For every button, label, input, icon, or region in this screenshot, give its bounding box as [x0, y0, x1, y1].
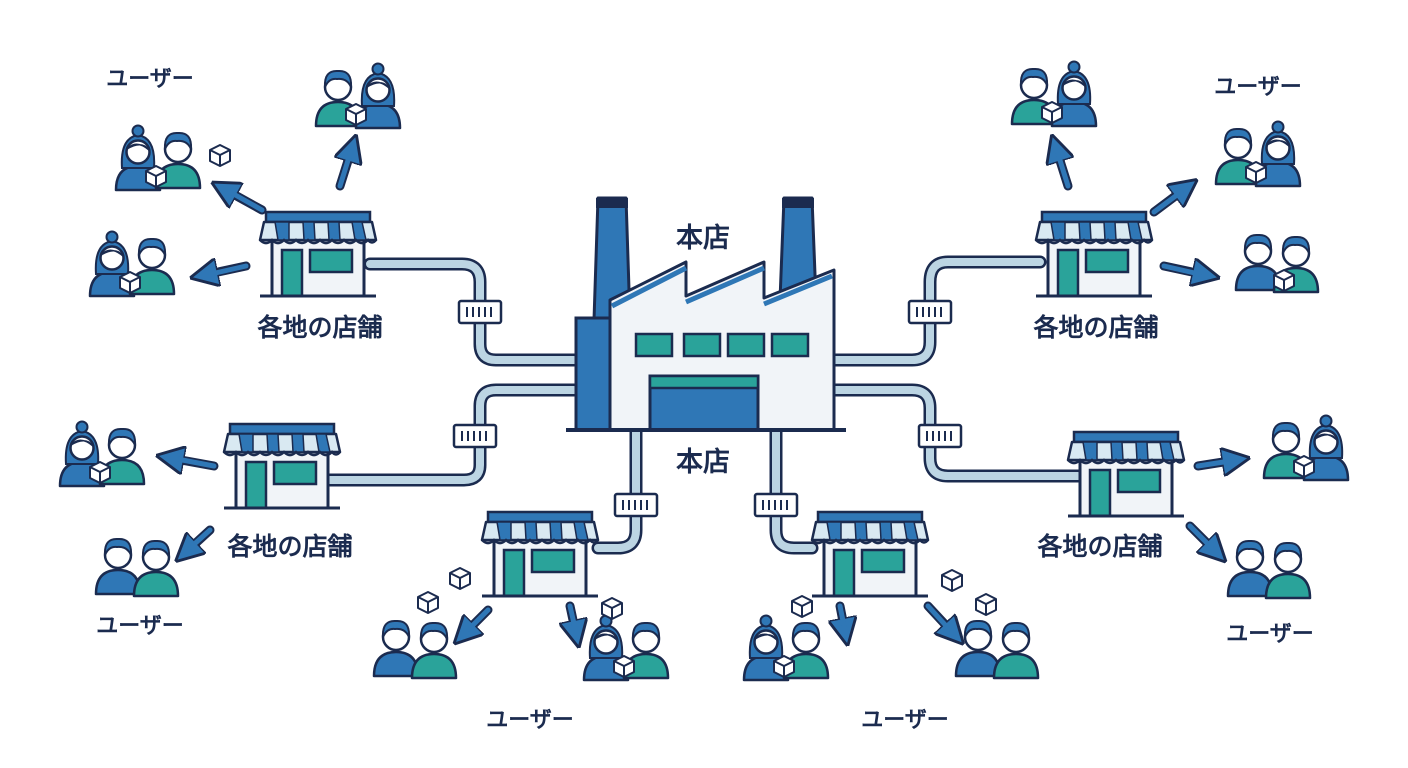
pipe-connector — [917, 423, 963, 449]
user-label: ユーザー — [106, 67, 194, 92]
store-label: 各地の店舗 — [226, 532, 352, 561]
users-icon — [374, 621, 456, 678]
pipe-connector — [613, 492, 659, 518]
users-icon — [744, 616, 828, 681]
store-icon — [1066, 430, 1186, 518]
users-icon — [956, 621, 1038, 678]
pipe-connector — [907, 299, 953, 325]
user-label: ユーザー — [1214, 75, 1302, 100]
users-icon — [584, 616, 668, 681]
users-icon — [116, 126, 200, 191]
store-icon — [222, 422, 342, 510]
store-label: 各地の店舗 — [1032, 313, 1158, 342]
user-label: ユーザー — [96, 614, 184, 639]
package-icon — [209, 144, 231, 167]
hq-label-top: 本店 — [676, 223, 730, 254]
hq-label-bottom: 本店 — [676, 447, 730, 478]
users-icon — [90, 232, 174, 297]
user-label: ユーザー — [1226, 622, 1314, 647]
package-icon — [975, 593, 997, 616]
store-icon — [1034, 210, 1154, 298]
user-label: ユーザー — [861, 708, 949, 733]
delivery-arrows-fill — [174, 151, 1233, 632]
users-icon — [1216, 122, 1300, 187]
store-label: 各地の店舗 — [256, 313, 382, 342]
package-icon — [417, 591, 439, 614]
users-icon — [60, 422, 144, 487]
pipe-connector — [457, 299, 503, 325]
store-icon — [258, 210, 378, 298]
store-icon — [810, 510, 930, 598]
users-icon — [1228, 541, 1310, 598]
users-icon — [96, 539, 178, 596]
package-icon — [601, 597, 623, 620]
user-label: ユーザー — [486, 708, 574, 733]
store-label: 各地の店舗 — [1036, 532, 1162, 561]
users-icon — [1012, 62, 1096, 127]
package-icon — [791, 595, 813, 618]
pipe-connector — [452, 423, 498, 449]
package-icon — [941, 569, 963, 592]
package-icon — [1273, 269, 1295, 292]
users-icon — [316, 64, 400, 129]
users-icon — [1264, 416, 1348, 481]
store-icon — [480, 510, 600, 598]
pipe-connector — [753, 492, 799, 518]
package-icon — [449, 567, 471, 590]
factory-icon — [566, 196, 846, 432]
